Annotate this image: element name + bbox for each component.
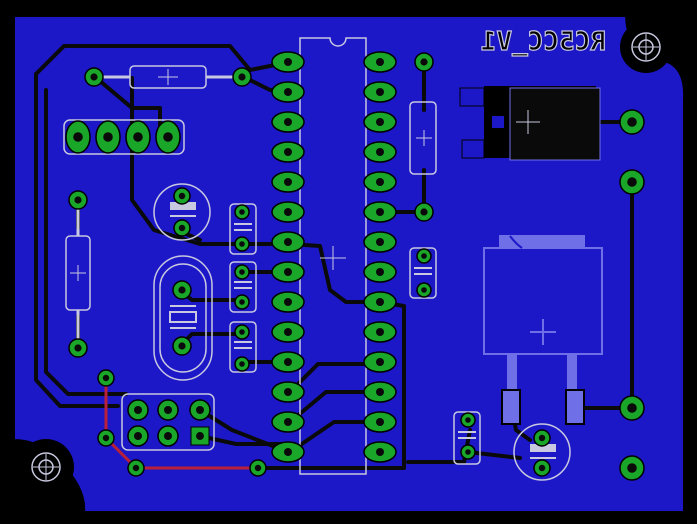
ic-pad-right-8-hole	[376, 268, 384, 276]
cap-ceramic-c4-outline	[229, 261, 257, 313]
cap-ceramic-c7-outline	[453, 411, 481, 465]
c1-pad-a-hole	[178, 192, 186, 200]
board-title: RC5CC_V1	[481, 27, 606, 57]
conn-pad-1-hole	[627, 117, 637, 127]
ic-pad-left-5-hole	[284, 178, 292, 186]
header4-pad-3-hole	[133, 132, 143, 142]
ceramic-pad-8-hole	[421, 287, 427, 293]
r3-pad-b-hole	[420, 208, 428, 216]
cap-markings	[169, 202, 556, 459]
ic-pad-left-10-hole	[284, 328, 292, 336]
pads	[65, 51, 645, 481]
ceramic-pad-5-hole	[239, 329, 245, 335]
header-2x3-outline	[121, 393, 215, 451]
ic-pad-right-7-hole	[376, 238, 384, 246]
crystal-outline	[153, 255, 213, 381]
header6-pad-2-hole	[164, 406, 172, 414]
cap-electrolytic-c1-outline	[153, 183, 211, 241]
ic-pad-left-2-hole	[284, 88, 292, 96]
header6-pad-6-hole	[196, 432, 204, 440]
ceramic-pad-1-hole	[239, 209, 245, 215]
header6-pad-1-hole	[134, 406, 142, 414]
header4-pad-4-hole	[163, 132, 173, 142]
r3-pad-a-hole	[420, 58, 428, 66]
mounting-hole-top-right-icon	[620, 21, 672, 73]
jumper-pad-a-hole	[102, 374, 110, 382]
ic-pad-right-12-hole	[376, 388, 384, 396]
r2-pad-b-hole	[74, 344, 82, 352]
ic-pad-left-13-hole	[284, 418, 292, 426]
r1-pad-a-hole	[90, 73, 98, 81]
crystal-pad-b-hole	[178, 342, 186, 350]
cap-ceramic-c5-outline	[229, 321, 257, 373]
jumper-pad-d-hole	[254, 464, 262, 472]
jumper-pad-c-hole	[132, 464, 140, 472]
header6-pad-3-hole	[196, 406, 204, 414]
ic-pad-left-11-hole	[284, 358, 292, 366]
ic-pad-left-6-hole	[284, 208, 292, 216]
ic-pad-left-4-hole	[284, 148, 292, 156]
conn-pad-4-hole	[627, 463, 637, 473]
header4-pad-1-hole	[73, 132, 83, 142]
crystal-pad-a-hole	[178, 286, 186, 294]
ic-pad-right-2-hole	[376, 88, 384, 96]
ceramic-pad-4-hole	[239, 299, 245, 305]
header6-pad-4-hole	[134, 432, 142, 440]
header6-pad-5-hole	[164, 432, 172, 440]
silkscreen	[63, 37, 571, 481]
ic-pad-left-1-hole	[284, 58, 292, 66]
regulator-small	[459, 86, 601, 161]
resistor-r3-outline	[409, 101, 437, 175]
cap-ceramic-c3-outline	[229, 203, 257, 255]
c2-pad-b-hole	[538, 464, 546, 472]
mounting-hole-bottom-left-icon	[18, 439, 74, 495]
ceramic-pad-7-hole	[421, 253, 427, 259]
ic-pad-left-8-hole	[284, 268, 292, 276]
ic-pad-left-14-hole	[284, 448, 292, 456]
ic-pad-right-4-hole	[376, 148, 384, 156]
ic-pad-left-7-hole	[284, 238, 292, 246]
conn-pad-2-hole	[627, 177, 637, 187]
ceramic-pad-3-hole	[239, 269, 245, 275]
regulator-large-outline	[483, 235, 603, 425]
ceramic-pad-2-hole	[239, 241, 245, 247]
ic-pad-left-3-hole	[284, 118, 292, 126]
ic-pad-right-3-hole	[376, 118, 384, 126]
header4-pad-2-hole	[103, 132, 113, 142]
jumper-wires	[104, 378, 258, 470]
ic-pad-right-9-hole	[376, 298, 384, 306]
ic-dip28-outline	[299, 37, 367, 475]
ic-pad-right-10-hole	[376, 328, 384, 336]
ceramic-pad-9-hole	[465, 417, 471, 423]
header-4pin-outline	[63, 119, 185, 155]
ic-pad-right-6-hole	[376, 208, 384, 216]
ic-pad-right-14-hole	[376, 448, 384, 456]
r2-pad-a-hole	[74, 196, 82, 204]
ceramic-pad-10-hole	[465, 449, 471, 455]
ic-pad-right-11-hole	[376, 358, 384, 366]
ic-pad-right-13-hole	[376, 418, 384, 426]
cap-ceramic-c6-outline	[409, 247, 437, 299]
ic-pad-right-1-hole	[376, 58, 384, 66]
jumper-pad-b-hole	[102, 434, 110, 442]
origin-marks	[70, 69, 432, 281]
ic-pad-right-5-hole	[376, 178, 384, 186]
ic-pad-left-9-hole	[284, 298, 292, 306]
r1-pad-b-hole	[238, 73, 246, 81]
c1-pad-b-hole	[178, 224, 186, 232]
c2-pad-a-hole	[538, 434, 546, 442]
ceramic-pad-6-hole	[239, 361, 245, 367]
conn-pad-3-hole	[627, 403, 637, 413]
ic-pad-left-12-hole	[284, 388, 292, 396]
cap-electrolytic-c2-outline	[513, 423, 571, 481]
